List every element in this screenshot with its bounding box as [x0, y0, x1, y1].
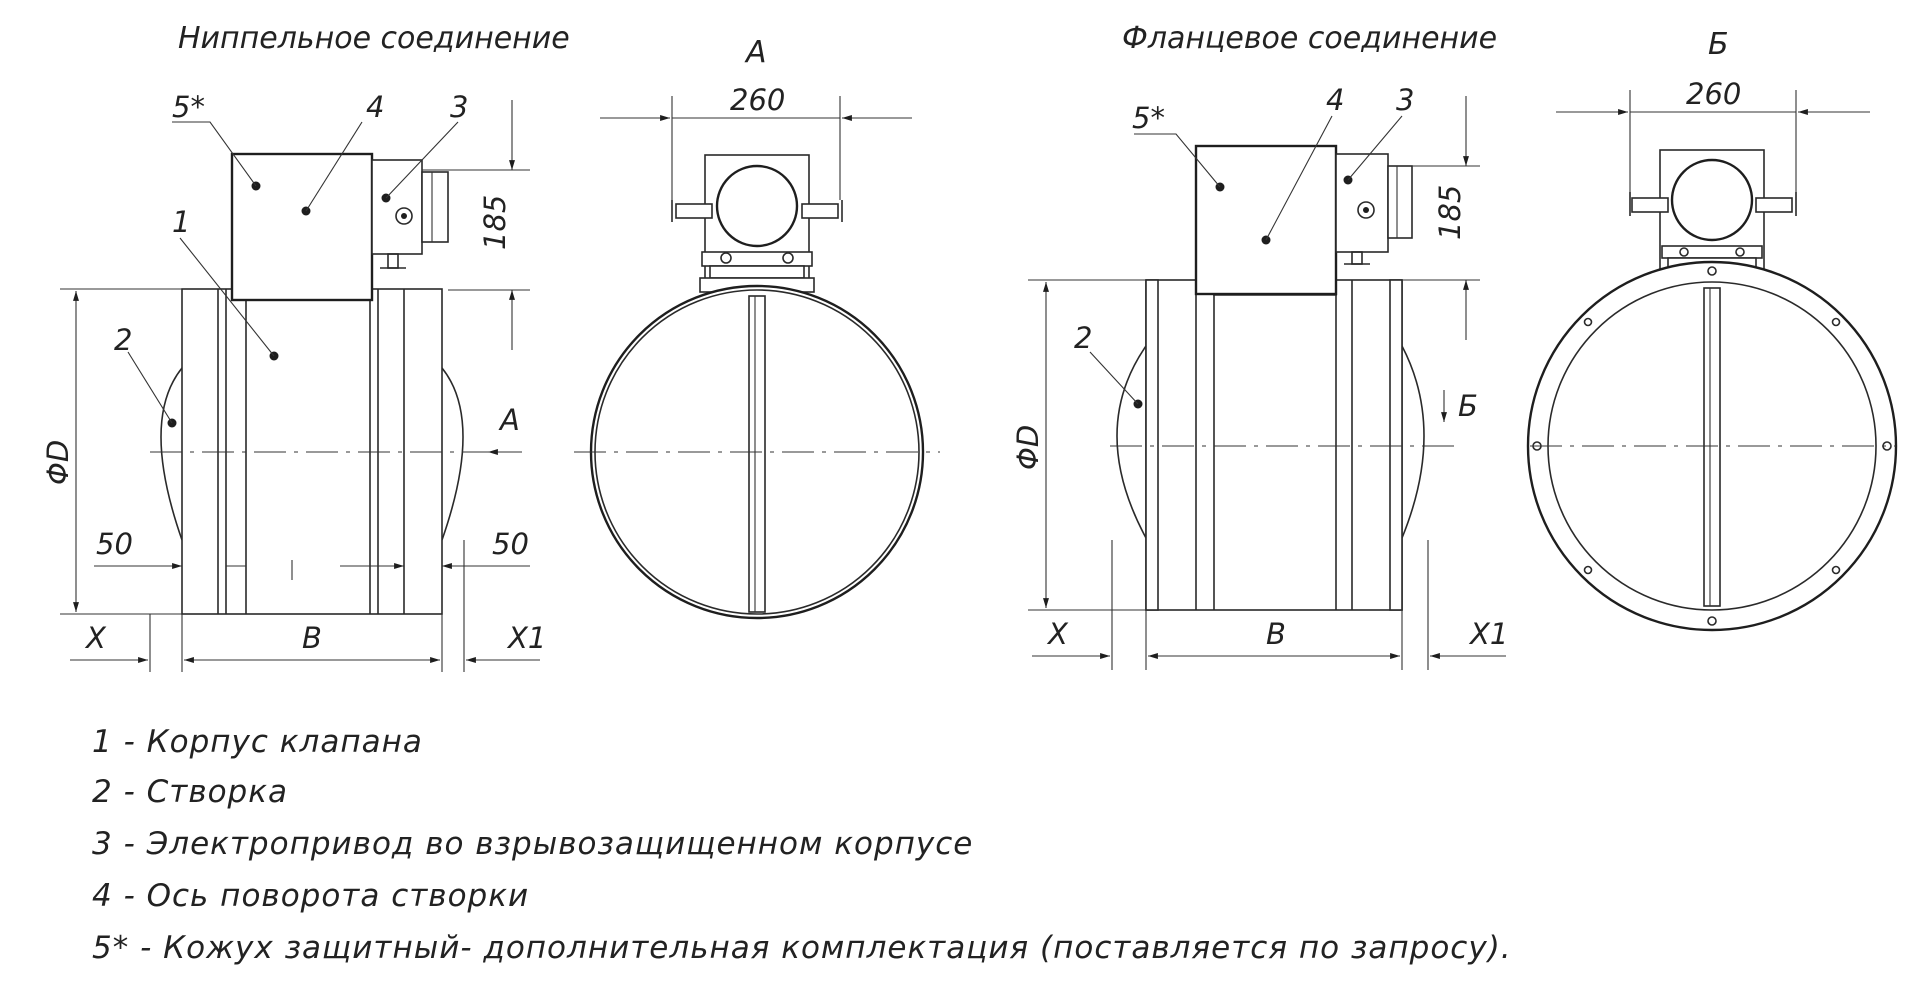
- dimension-diameter-flange: ΦD: [1011, 425, 1045, 470]
- callout-3-flange: 3: [1396, 83, 1414, 117]
- dimension-b-nipple: B: [302, 621, 322, 655]
- flange-side-view: 5* 4 3 2 185 ΦD Б X B X1: [1011, 83, 1508, 670]
- title-flange-connection: Фланцевое соединение: [1122, 21, 1497, 56]
- callout-5-nipple: 5*: [172, 90, 205, 124]
- legend-item-4: 4 - Ось поворота створки: [92, 878, 529, 914]
- callout-2-nipple: 2: [114, 323, 132, 357]
- dimension-b-flange: B: [1266, 617, 1286, 651]
- view-a-end-view: А 260: [574, 35, 940, 620]
- dimension-185-flange: 185: [1433, 185, 1467, 240]
- view-b-marker: Б: [1458, 389, 1478, 423]
- dimension-x-flange: X: [1046, 617, 1069, 651]
- dimension-260-b: 260: [1686, 77, 1741, 111]
- callout-3-nipple: 3: [450, 90, 468, 124]
- callout-4-flange: 4: [1326, 83, 1344, 117]
- legend: 1 - Корпус клапана 2 - Створка 3 - Элект…: [92, 724, 1512, 966]
- view-a-marker: А: [498, 403, 520, 437]
- dimension-x1-flange: X1: [1468, 617, 1508, 651]
- legend-item-1: 1 - Корпус клапана: [92, 724, 423, 760]
- callout-5-flange: 5*: [1132, 101, 1165, 135]
- view-b-label: Б: [1708, 27, 1729, 62]
- dimension-diameter-nipple: ΦD: [41, 440, 75, 485]
- view-b-end-view: Б 260: [1526, 27, 1898, 632]
- dimension-50-right-nipple: 50: [492, 527, 529, 561]
- dimension-50-left-nipple: 50: [96, 527, 133, 561]
- dimension-185-nipple: 185: [478, 195, 512, 250]
- legend-item-3: 3 - Электропривод во взрывозащищенном ко…: [92, 826, 973, 862]
- dimension-x-nipple: X: [84, 621, 107, 655]
- callout-2-flange: 2: [1074, 321, 1092, 355]
- legend-item-5: 5* - Кожух защитный- дополнительная комп…: [92, 930, 1512, 966]
- dimension-260-a: 260: [730, 83, 785, 117]
- nipple-side-view: 5* 4 3 1 2 185 ΦD А 50 50 X B: [41, 90, 546, 672]
- dimension-x1-nipple: X1: [506, 621, 546, 655]
- title-nipple-connection: Ниппельное соединение: [178, 21, 570, 56]
- callout-1-nipple: 1: [172, 205, 190, 239]
- legend-item-2: 2 - Створка: [92, 774, 288, 810]
- callout-4-nipple: 4: [366, 90, 384, 124]
- view-a-label: А: [744, 35, 767, 70]
